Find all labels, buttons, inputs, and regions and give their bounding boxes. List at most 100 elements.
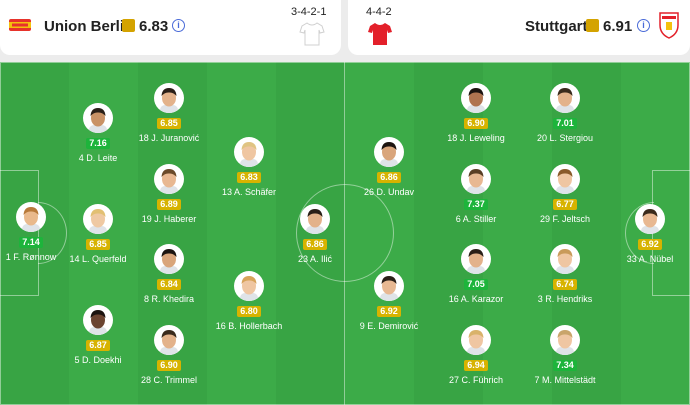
home-rating-square: [122, 19, 135, 32]
player-rating-badge: 7.34: [553, 360, 577, 371]
stuttgart-logo: [659, 12, 679, 39]
player-rating-badge: 6.86: [303, 239, 327, 250]
player-rating-badge: 7.37: [464, 199, 488, 210]
football-pitch: 7.14 1 F. Rønnow 7.16 4 D. Leite 6.85 14 L. Q…: [0, 62, 690, 405]
player-rating-badge: 6.80: [237, 306, 261, 317]
away-team-rating: 6.91: [603, 18, 633, 35]
player-rating-badge: 7.14: [19, 237, 43, 248]
home-player[interactable]: 6.84 8 R. Khedira: [134, 244, 204, 304]
player-avatar: [550, 244, 580, 274]
away-player[interactable]: 6.77 29 F. Jeltsch: [530, 164, 600, 224]
away-player[interactable]: 6.74 3 R. Hendriks: [530, 244, 600, 304]
player-name-label: 4 D. Leite: [78, 153, 118, 163]
home-player[interactable]: 6.86 23 A. Ilić: [280, 204, 350, 264]
player-name-label: 1 F. Rønnow: [5, 252, 57, 262]
player-rating-badge: 6.83: [237, 172, 261, 183]
player-name-label: 14 L. Querfeld: [69, 254, 127, 264]
player-name-label: 3 R. Hendriks: [537, 294, 593, 304]
player-name-label: 19 J. Haberer: [141, 214, 197, 224]
player-name-label: 18 J. Leweling: [447, 133, 505, 143]
player-avatar: [635, 204, 665, 234]
player-rating-badge: 6.85: [86, 239, 110, 250]
player-rating-badge: 6.85: [157, 118, 181, 129]
center-circle: [296, 184, 394, 282]
info-icon[interactable]: i: [172, 19, 185, 32]
home-formation: 3-4-2-1: [291, 6, 327, 18]
player-name-label: 20 L. Stergiou: [536, 133, 594, 143]
away-player[interactable]: 7.34 7 M. Mittelstädt: [530, 325, 600, 385]
player-name-label: 7 M. Mittelstädt: [534, 375, 596, 385]
player-rating-badge: 7.05: [464, 279, 488, 290]
home-player[interactable]: 6.85 14 L. Querfeld: [63, 204, 133, 264]
player-name-label: 5 D. Doekhi: [74, 355, 122, 365]
player-avatar: [374, 271, 404, 301]
player-name-label: 18 J. Juranović: [138, 133, 200, 143]
player-rating-badge: 6.86: [377, 172, 401, 183]
player-name-label: 23 A. Ilić: [297, 254, 333, 264]
player-rating-badge: 6.84: [157, 279, 181, 290]
player-name-label: 8 R. Khedira: [143, 294, 195, 304]
away-team-header: 4-4-2 Stuttgart 6.91 i: [348, 0, 690, 55]
home-player[interactable]: 7.16 4 D. Leite: [63, 103, 133, 163]
player-avatar: [154, 325, 184, 355]
home-team-rating: 6.83: [139, 18, 169, 35]
player-name-label: 33 A. Nübel: [626, 254, 674, 264]
player-avatar: [16, 202, 46, 232]
player-rating-badge: 6.90: [464, 118, 488, 129]
player-avatar: [461, 244, 491, 274]
info-icon[interactable]: i: [637, 19, 650, 32]
player-name-label: 16 B. Hollerbach: [215, 321, 283, 331]
union-berlin-logo: [9, 19, 31, 31]
player-rating-badge: 7.01: [553, 118, 577, 129]
player-avatar: [83, 305, 113, 335]
player-rating-badge: 6.77: [553, 199, 577, 210]
away-player[interactable]: 6.92 33 A. Nübel: [615, 204, 685, 264]
player-name-label: 16 A. Karazor: [448, 294, 504, 304]
player-avatar: [83, 103, 113, 133]
home-player[interactable]: 6.83 13 A. Schäfer: [214, 137, 284, 197]
home-team-name[interactable]: Union Berlin: [44, 18, 134, 35]
home-player[interactable]: 7.14 1 F. Rønnow: [0, 202, 66, 262]
away-formation: 4-4-2: [366, 6, 392, 18]
home-player[interactable]: 6.85 18 J. Juranović: [134, 83, 204, 143]
player-avatar: [374, 137, 404, 167]
home-team-header: Union Berlin 6.83 i 3-4-2-1: [0, 0, 341, 55]
player-avatar: [550, 83, 580, 113]
away-player[interactable]: 7.05 16 A. Karazor: [441, 244, 511, 304]
away-player[interactable]: 6.86 26 D. Undav: [354, 137, 424, 197]
away-shirt-icon: [368, 23, 392, 45]
away-player[interactable]: 7.37 6 A. Stiller: [441, 164, 511, 224]
player-name-label: 29 F. Jeltsch: [539, 214, 591, 224]
home-player[interactable]: 6.80 16 B. Hollerbach: [214, 271, 284, 331]
player-avatar: [154, 164, 184, 194]
player-avatar: [550, 325, 580, 355]
player-avatar: [461, 164, 491, 194]
player-rating-badge: 6.92: [377, 306, 401, 317]
away-player[interactable]: 7.01 20 L. Stergiou: [530, 83, 600, 143]
player-rating-badge: 6.89: [157, 199, 181, 210]
player-avatar: [83, 204, 113, 234]
away-rating-square: [586, 19, 599, 32]
player-rating-badge: 6.74: [553, 279, 577, 290]
player-name-label: 9 E. Demirović: [359, 321, 419, 331]
player-rating-badge: 6.94: [464, 360, 488, 371]
player-rating-badge: 6.92: [638, 239, 662, 250]
player-name-label: 13 A. Schäfer: [221, 187, 277, 197]
player-avatar: [234, 137, 264, 167]
player-name-label: 6 A. Stiller: [455, 214, 497, 224]
away-player[interactable]: 6.92 9 E. Demirović: [354, 271, 424, 331]
player-name-label: 26 D. Undav: [363, 187, 415, 197]
away-team-name[interactable]: Stuttgart: [525, 18, 588, 35]
player-rating-badge: 7.16: [86, 138, 110, 149]
home-player[interactable]: 6.89 19 J. Haberer: [134, 164, 204, 224]
away-player[interactable]: 6.90 18 J. Leweling: [441, 83, 511, 143]
home-player[interactable]: 6.90 28 C. Trimmel: [134, 325, 204, 385]
player-rating-badge: 6.90: [157, 360, 181, 371]
player-avatar: [234, 271, 264, 301]
player-avatar: [154, 244, 184, 274]
player-avatar: [154, 83, 184, 113]
player-name-label: 28 C. Trimmel: [140, 375, 197, 385]
player-avatar: [300, 204, 330, 234]
